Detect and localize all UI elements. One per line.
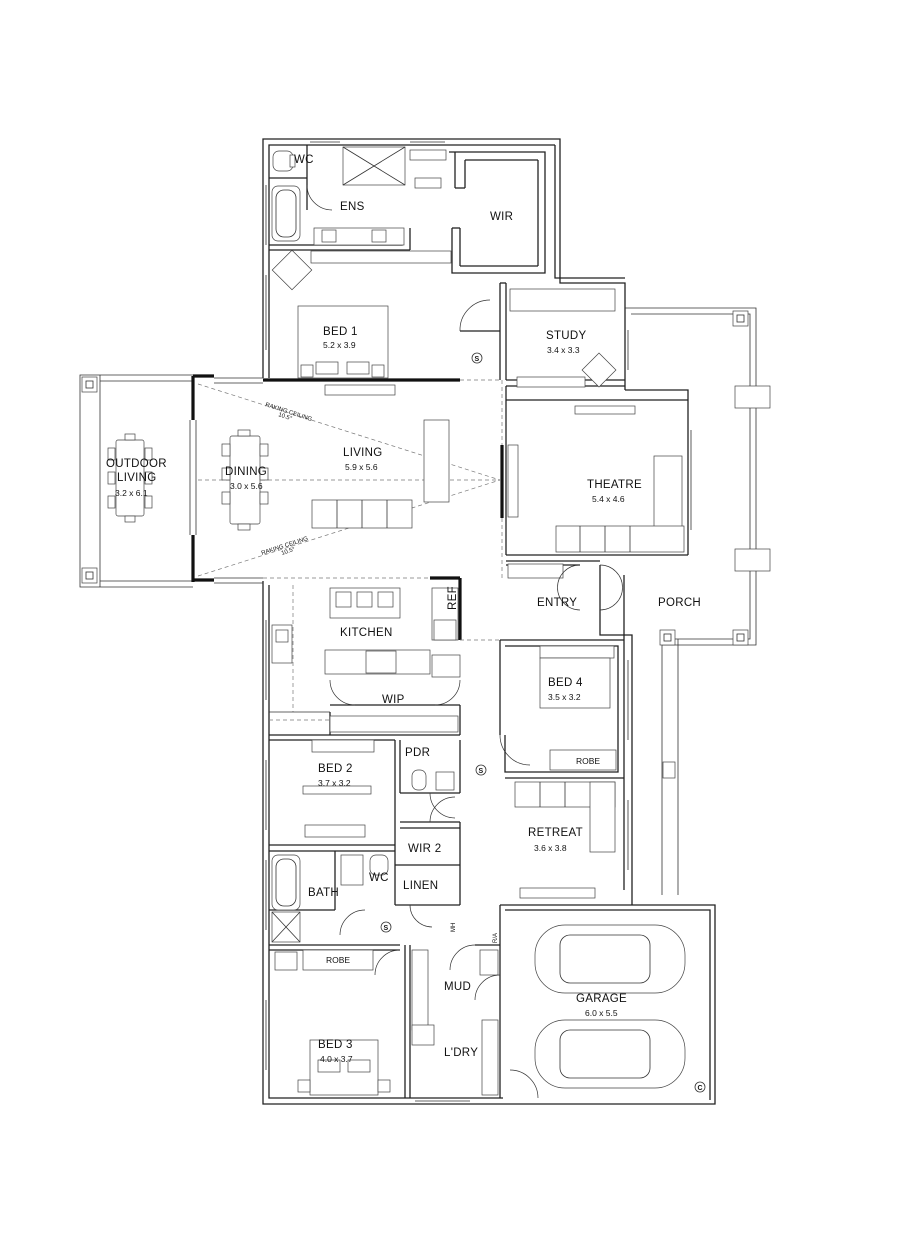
raking-ceiling-bottom-angle: 10.5° <box>281 547 297 557</box>
robe4-label: ROBE <box>576 756 600 766</box>
mh-label: MH <box>451 923 457 932</box>
ldry-label: L'DRY <box>444 1047 478 1059</box>
bath-label: BATH <box>308 887 339 899</box>
doors <box>306 184 623 1099</box>
smoke-detector-icon <box>471 352 483 364</box>
exterior-walls <box>262 138 716 1105</box>
ref-label: REF <box>447 586 459 610</box>
wc2-label: WC <box>369 872 389 884</box>
theatre-label: THEATRE <box>587 479 642 491</box>
bed2-label: BED 2 <box>318 763 353 775</box>
wir-label: WIR <box>490 211 513 223</box>
bed4-label: BED 4 <box>548 677 583 689</box>
study-dims: 3.4 x 3.3 <box>547 345 580 355</box>
garage-dims: 6.0 x 5.5 <box>585 1008 618 1018</box>
ra-label: R/A <box>493 933 499 943</box>
wir2-label: WIR 2 <box>408 843 441 855</box>
theatre-dims: 5.4 x 4.6 <box>592 494 625 504</box>
smoke-detector-icon <box>380 921 392 933</box>
retreat-dims: 3.6 x 3.8 <box>534 843 567 853</box>
porch-label: PORCH <box>658 597 701 609</box>
garage-symbol: C <box>698 1085 703 1092</box>
smoke-detector-symbol: S <box>479 768 484 775</box>
fixtures <box>221 146 686 1096</box>
outdoor-label-line2: LIVING <box>117 472 157 484</box>
dining-label: DINING <box>225 466 267 478</box>
entry-label: ENTRY <box>537 597 577 609</box>
mud-label: MUD <box>444 981 471 993</box>
dining-dims: 3.0 x 5.6 <box>230 481 263 491</box>
pdr-label: PDR <box>405 747 430 759</box>
smoke-detector-symbol: S <box>384 925 389 932</box>
robe3-label: ROBE <box>326 955 350 965</box>
living-label: LIVING <box>343 447 383 459</box>
linen-label: LINEN <box>403 880 438 892</box>
kitchen-label: KITCHEN <box>340 627 393 639</box>
outdoor-living-frame <box>79 374 193 588</box>
bed2-dims: 3.7 x 3.2 <box>318 778 351 788</box>
bed3-dims: 4.0 x 3.7 <box>320 1054 353 1064</box>
outdoor-label-line1: OUTDOOR <box>106 458 167 470</box>
bed4-dims: 3.5 x 3.2 <box>548 692 581 702</box>
wc-ensuite-label: WC <box>294 154 314 166</box>
room-labels: WC ENS WIR BED 1 5.2 x 3.9 STUDY 3.4 x 3… <box>106 154 701 1064</box>
garage-label: GARAGE <box>576 993 627 1005</box>
smoke-detector-symbol: S <box>475 356 480 363</box>
bed1-label: BED 1 <box>323 326 358 338</box>
smoke-detector-icon <box>475 764 487 776</box>
outdoor-dims: 3.2 x 6.1 <box>115 488 148 498</box>
study-label: STUDY <box>546 330 587 342</box>
living-dims: 5.9 x 5.6 <box>345 462 378 472</box>
retreat-label: RETREAT <box>528 827 583 839</box>
porch-frame <box>625 307 771 895</box>
bed3-label: BED 3 <box>318 1039 353 1051</box>
bed1-dims: 5.2 x 3.9 <box>323 340 356 350</box>
ens-label: ENS <box>340 201 365 213</box>
windows <box>265 141 692 1102</box>
garage-symbol-icon <box>694 1081 706 1093</box>
raking-ceiling-top-angle: 10.5° <box>277 412 293 422</box>
wip-label: WIP <box>382 694 405 706</box>
